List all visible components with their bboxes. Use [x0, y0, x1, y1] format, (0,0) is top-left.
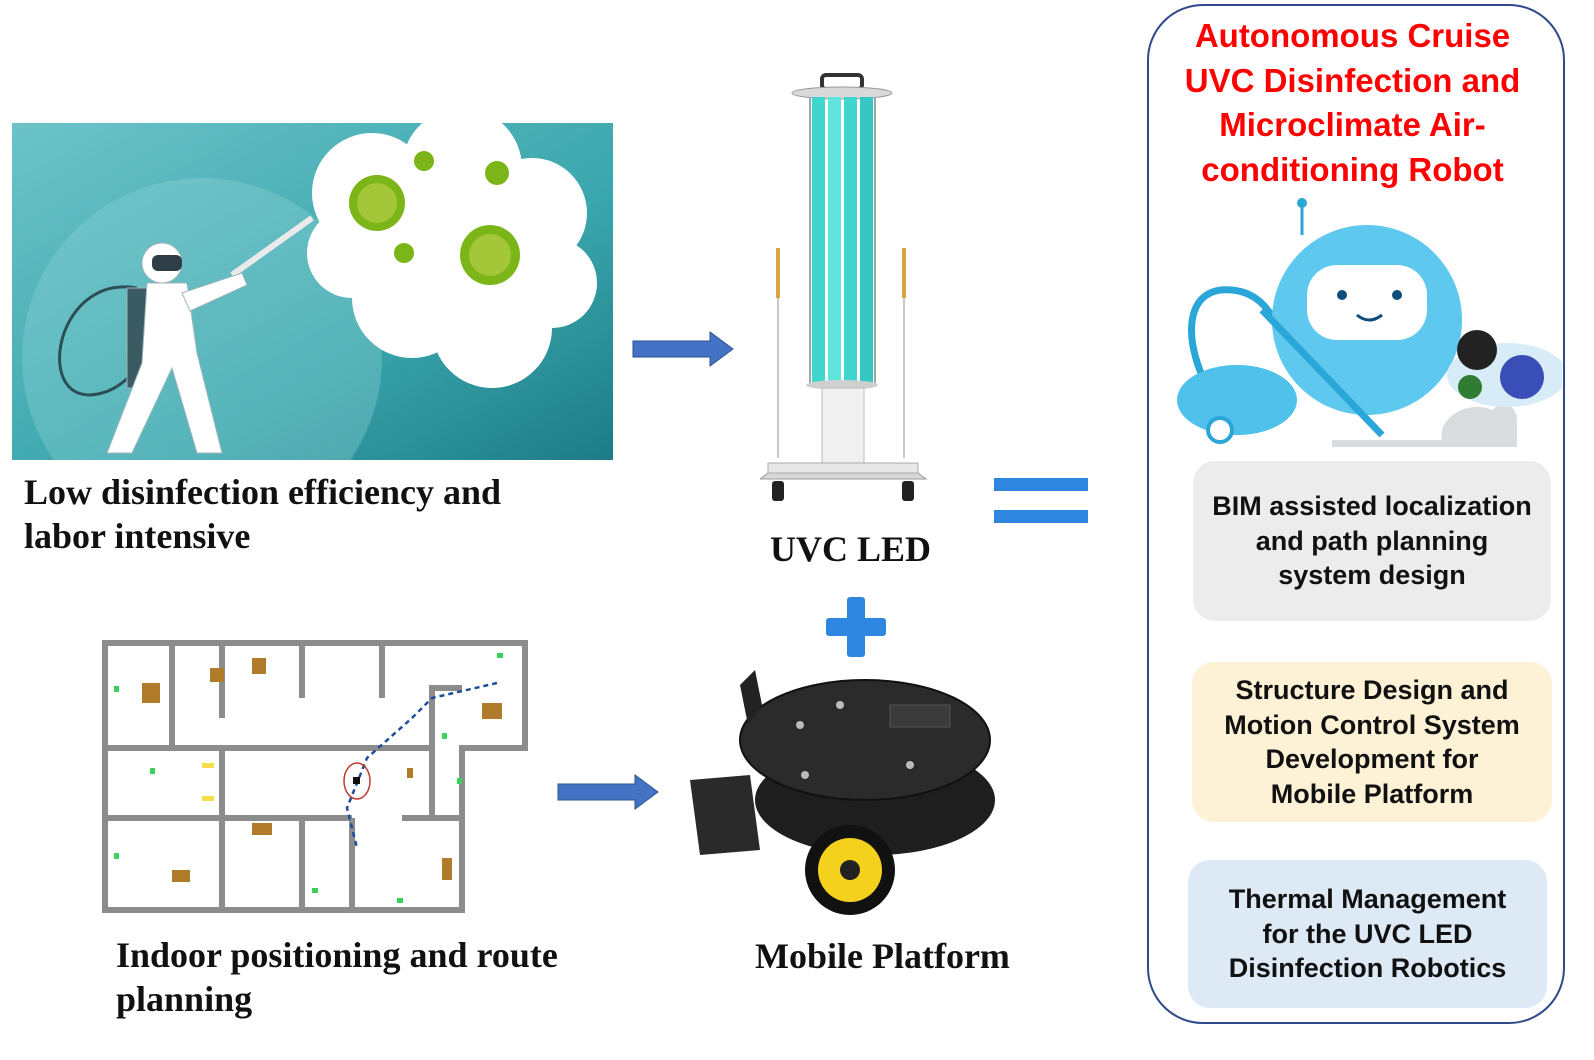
- low-efficiency-caption: Low disinfection efficiency and labor in…: [24, 472, 501, 556]
- uvc-led-caption: UVC LED: [770, 529, 932, 569]
- virus-icon: [349, 151, 520, 285]
- robot-panel-title: Autonomous Cruise UVC Disinfection and M…: [1184, 17, 1521, 188]
- robot-panel: [1147, 4, 1565, 1024]
- thermal-management-module: Thermal Management for the UVC LED Disin…: [1188, 860, 1547, 1008]
- structure-design-module: Structure Design and Motion Control Syst…: [1192, 662, 1552, 822]
- mobile-platform-image: [680, 665, 1020, 915]
- worker-spraying-illustration: [12, 123, 613, 460]
- indoor-floor-plan-image: [102, 638, 528, 914]
- uvc-led-lamp-image: [760, 73, 940, 513]
- right-arrow-icon: [632, 331, 734, 367]
- plus-icon: [826, 597, 886, 657]
- bim-localization-module: BIM assisted localization and path plann…: [1193, 461, 1551, 621]
- indoor-positioning-caption: Indoor positioning and route planning: [116, 935, 558, 1019]
- equals-icon: [994, 478, 1088, 524]
- mobile-platform-caption: Mobile Platform: [755, 936, 1010, 976]
- right-arrow-icon: [557, 774, 659, 810]
- cartoon-disinfection-robot-image: [1172, 195, 1562, 457]
